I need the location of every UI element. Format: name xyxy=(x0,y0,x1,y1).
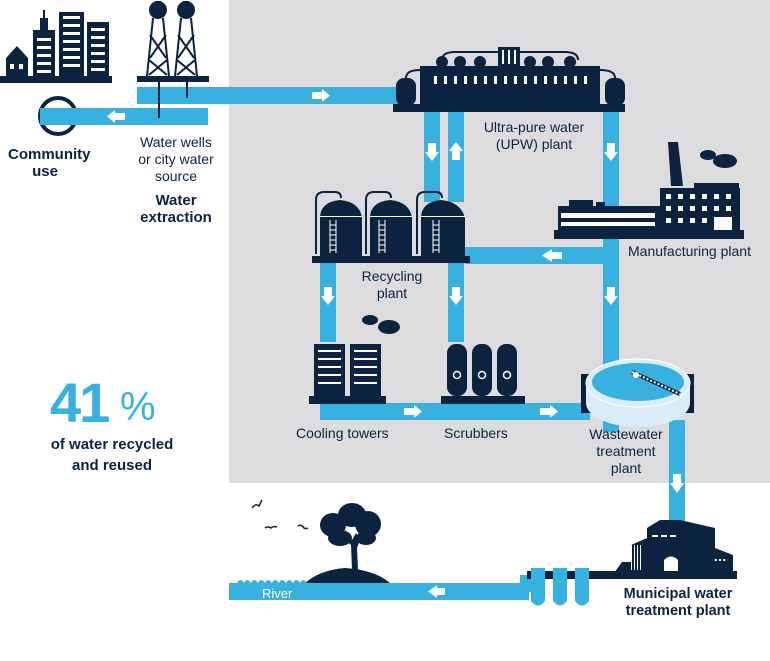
arrow-up-icon xyxy=(449,142,463,160)
community-use-line2: use xyxy=(32,163,58,180)
community-use-line1: Community xyxy=(8,146,91,163)
scrubbers-label: Scrubbers xyxy=(444,425,508,441)
scrubbers-icon xyxy=(441,344,525,404)
outlet-tanks-icon xyxy=(531,568,589,606)
upw-plant-icon xyxy=(393,47,625,112)
wastewater-line1: Wastewater xyxy=(589,426,663,442)
caption-line2: and reused xyxy=(71,457,153,474)
arrow-left-icon xyxy=(107,110,125,123)
water-wells-label: Water wells or city water source xyxy=(128,134,224,185)
cloud-icon xyxy=(362,315,378,325)
pipe-river xyxy=(229,583,529,600)
bird-icon xyxy=(251,499,309,530)
waves-icon xyxy=(237,580,307,583)
caption-line1: of water recycled xyxy=(50,436,174,453)
cooling-towers-label: Cooling towers xyxy=(296,425,389,441)
wastewater-plant-icon xyxy=(581,358,694,427)
arrow-down-icon xyxy=(321,287,335,305)
water-wells-line3: source xyxy=(154,168,198,184)
river-label: River xyxy=(262,586,293,601)
pipe-manufacturing-to-recycling xyxy=(465,247,615,264)
arrow-left-icon xyxy=(428,585,445,598)
arrow-down-icon xyxy=(670,474,684,493)
arrow-down-icon xyxy=(604,143,618,161)
wastewater-line3: plant xyxy=(610,460,642,476)
municipal-line1: Municipal water xyxy=(623,586,733,602)
water-extraction-line1: Water xyxy=(155,192,197,209)
pipe-supply xyxy=(137,87,412,104)
recycled-percent-value: 41 xyxy=(50,371,110,434)
upw-line1: Ultra-pure water xyxy=(483,119,585,135)
upw-plant-label: Ultra-pure water (UPW) plant xyxy=(474,119,594,153)
pipe-upw-to-manufacturing xyxy=(603,112,619,432)
water-extraction-line2: extraction xyxy=(140,209,212,226)
recycling-plant-label: Recycling plant xyxy=(352,268,432,302)
water-tower-icon xyxy=(137,1,209,118)
water-extraction-label: Water extraction xyxy=(138,192,214,226)
cloud-icon xyxy=(700,150,716,160)
water-wells-line1: Water wells xyxy=(140,134,212,150)
city-windows xyxy=(10,16,105,73)
manufacturing-plant-label: Manufacturing plant xyxy=(628,243,751,259)
flow-arrows xyxy=(107,89,684,598)
community-use-label: Community use xyxy=(8,146,91,180)
arrow-left-icon xyxy=(542,249,562,262)
pipe-cooling-to-wastewater xyxy=(320,403,590,420)
recycling-line1: Recycling xyxy=(361,268,423,284)
arrow-down-icon xyxy=(425,143,439,161)
upw-plant-windows xyxy=(434,50,587,84)
tree-icon xyxy=(305,503,390,583)
arrow-down-icon xyxy=(449,287,463,305)
wastewater-plant-label: Wastewater treatment plant xyxy=(588,426,664,477)
arrow-right-icon xyxy=(540,405,558,418)
arrow-down-icon xyxy=(604,287,618,305)
cooling-towers-icon xyxy=(309,315,400,404)
arrow-right-icon xyxy=(404,405,422,418)
municipal-line2: treatment plant xyxy=(625,603,731,619)
recycled-percent-unit: % xyxy=(120,385,156,429)
recycling-line2: plant xyxy=(376,285,408,301)
arrow-right-icon xyxy=(312,89,330,102)
municipal-plant-icon xyxy=(527,520,737,579)
recycled-percent-caption: of water recycled and reused xyxy=(22,434,202,476)
ladder-icon xyxy=(329,220,440,253)
wastewater-line2: treatment xyxy=(596,443,656,459)
water-wells-line2: or city water xyxy=(138,151,214,167)
municipal-plant-label: Municipal water treatment plant xyxy=(612,586,744,620)
upw-line2: (UPW) plant xyxy=(495,136,573,152)
